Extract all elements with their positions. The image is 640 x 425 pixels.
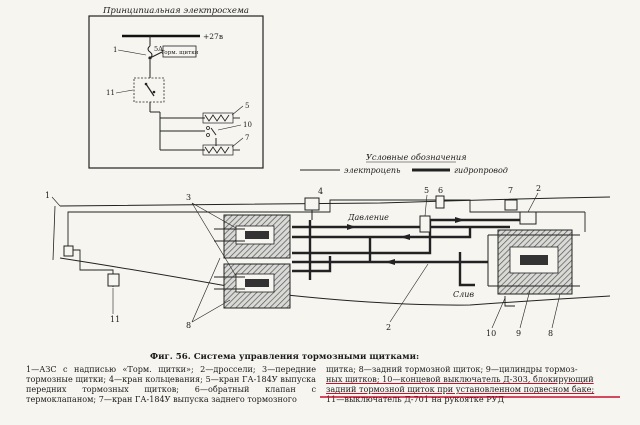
callout-2-top: 2 — [536, 184, 541, 193]
legend-title: Условные обозначения — [366, 152, 467, 162]
callout-6: 6 — [438, 186, 443, 195]
callout-9: 9 — [516, 329, 521, 338]
figure-caption-body: 1—АЗС с надписью «Торм. щитки»; 2—дроссе… — [26, 364, 626, 416]
caption-right-line-2: ных щитков; 10—концевой выключатель Д-30… — [326, 374, 594, 384]
schematic-title: Принципиальная электросхема — [102, 6, 249, 16]
callout-4: 4 — [318, 187, 323, 196]
callout-1: 1 — [45, 191, 50, 200]
schematic-callout-11: 11 — [106, 89, 115, 97]
callout-8-left: 8 — [186, 321, 191, 330]
breaker-azs — [147, 45, 163, 60]
caption-left-column: 1—АЗС с надписью «Торм. щитки»; 2—дроссе… — [26, 364, 316, 404]
schematic-callout-10: 10 — [243, 121, 252, 129]
callout-10: 10 — [486, 329, 496, 338]
callout-11: 11 — [110, 315, 120, 324]
component-symbols — [63, 195, 537, 287]
pressure-label: Давление — [347, 213, 389, 222]
rear-flap-assembly — [487, 229, 580, 295]
callout-7: 7 — [508, 186, 513, 195]
caption-right-line-3: задний тормозной щиток при установленном… — [326, 384, 595, 394]
lamp-label-box — [162, 45, 197, 58]
drain-label: Слив — [453, 290, 474, 299]
callout-3: 3 — [186, 193, 191, 202]
figure-caption-title: Фиг. 56. Система управления тормозными щ… — [150, 352, 420, 362]
callout-5: 5 — [424, 186, 429, 195]
hydraulic-lines — [292, 218, 520, 287]
legend: Условные обозначения электроцепь гидропр… — [300, 152, 508, 175]
switch-11-box — [133, 77, 165, 103]
schematic-frame — [88, 15, 264, 169]
fuse-value: 5А — [154, 45, 163, 53]
caption-right-column: щитка; 8—задний тормозной щиток; 9—цилин… — [326, 364, 626, 404]
schematic-callout-5: 5 — [245, 102, 249, 110]
caption-right-line-4: 11—выключатель Д-701 на рукоятке РУД — [326, 394, 505, 404]
front-flap-upper — [214, 214, 291, 259]
callout-8-right: 8 — [548, 329, 553, 338]
schematic-callout-7: 7 — [245, 134, 249, 142]
callouts: 1 3 4 5 6 7 2 8 2 10 9 8 11 — [45, 184, 561, 338]
aircraft-outline — [52, 196, 611, 306]
flow-arrows — [347, 217, 465, 265]
electrical-schematic: Принципиальная электросхема +27в 5А Торм… — [88, 6, 264, 169]
caption-right-line-1: щитка; 8—задний тормозной щиток; 9—цилин… — [326, 364, 578, 374]
front-flap-lower — [214, 263, 291, 309]
legend-electric-label: электроцепь — [344, 166, 400, 175]
red-highlight-underline — [320, 396, 620, 398]
lamp-label: Торм. щитки — [161, 50, 199, 56]
callout-2-bottom: 2 — [386, 323, 391, 332]
legend-hydraulic-label: гидропровод — [454, 166, 508, 175]
voltage-label: +27в — [203, 32, 223, 41]
schematic-callout-1: 1 — [113, 46, 117, 54]
